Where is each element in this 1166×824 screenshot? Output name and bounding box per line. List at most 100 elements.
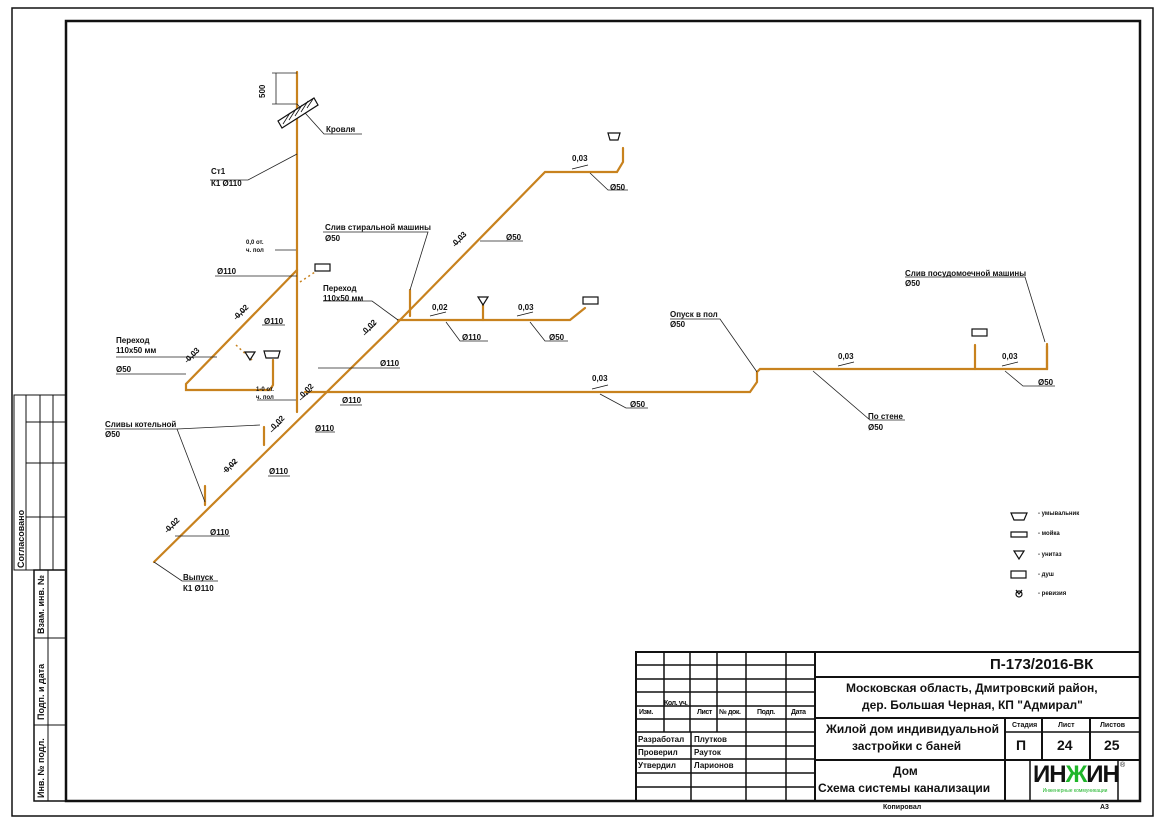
sheet-name-line-1: Дом (893, 764, 918, 778)
object-line-2: застройки с баней (852, 739, 962, 753)
shower-right-icon (971, 328, 988, 337)
washbasin-icon (1010, 512, 1028, 521)
slope-arrows (165, 164, 1019, 533)
along-wall-label: По стене (868, 412, 903, 421)
along-wall-diam: Ø50 (868, 423, 884, 432)
diam-label-a: Ø110 (264, 317, 284, 326)
diam-label-f: Ø110 (210, 528, 230, 537)
legend-label-toilet: - унитаз (1038, 552, 1062, 558)
legend-label-sink: - мойка (1038, 531, 1060, 537)
company-logo: ИНЖИН Инженерные коммуникации (1033, 761, 1120, 800)
sheet-header: Лист (1058, 722, 1075, 729)
elevation-marker-2b: ч. пол (256, 395, 274, 401)
side-agreed: Согласовано (16, 509, 26, 568)
roof-label: Кровля (326, 125, 356, 134)
diam-label-d: Ø110 (315, 424, 335, 433)
outer-frame (11, 7, 1154, 817)
header-sign: Подп. (757, 709, 775, 716)
transition-1-size: 110х50 мм (323, 294, 364, 303)
address-line-2: дер. Большая Черная, КП "Адмирал" (862, 698, 1083, 712)
sheet-value: 24 (1057, 737, 1073, 753)
boiler-diam: Ø50 (105, 430, 121, 439)
boiler-label: Сливы котельной (105, 420, 177, 429)
logo-subtitle: Инженерные коммуникации (1042, 788, 1108, 794)
washbasin-left-icon (263, 350, 281, 359)
diam-label-upper-50: Ø50 (506, 233, 522, 242)
dishwasher-label: Слив посудомоечной машины (905, 269, 1027, 278)
elevation-marker-1a: 0,0 от. (246, 240, 264, 246)
slope-label: 0,03 (592, 374, 608, 383)
sheets-header: Листов (1100, 722, 1126, 729)
doc-code: П-173/2016-ВК (990, 656, 1094, 673)
leader-lines (105, 72, 1055, 582)
sheet-name-line-2: Схема системы канализации (818, 781, 991, 795)
sink-icon (1010, 531, 1028, 538)
diam-label-main-50: Ø50 (630, 400, 646, 409)
role-developed: Разработал (638, 735, 685, 744)
diam-label-e: Ø110 (269, 467, 289, 476)
toilet-icon (1012, 550, 1026, 561)
header-date: Дата (791, 709, 806, 716)
diam-label-b: Ø110 (380, 359, 400, 368)
header-izm: Изм. (639, 709, 653, 716)
fixture-symbols (243, 132, 988, 362)
format-label: А3 (1100, 804, 1109, 811)
shower-left-icon (314, 263, 331, 272)
shower-branch-pipe (396, 306, 587, 322)
role-checked: Проверил (638, 748, 678, 757)
logo-registered-mark: ® (1120, 762, 1126, 769)
pipe-network (152, 70, 1049, 564)
title-block-grid (635, 651, 1141, 802)
diam-label-branch-50: Ø50 (549, 333, 565, 342)
slope-label: 0,03 (1002, 352, 1018, 361)
transition-2-label: Переход (116, 336, 150, 345)
stage-value: П (1016, 737, 1027, 753)
riser-label-2: К1 Ø110 (211, 179, 242, 188)
toilet-left-icon (243, 351, 257, 362)
legend-label-shower: - душ (1038, 572, 1054, 578)
revision-icon (1015, 589, 1023, 598)
roof-slab (277, 97, 319, 129)
header-list: Лист (697, 709, 712, 716)
object-line-1: Жилой дом индивидуальной (826, 722, 1000, 736)
toilet-center-icon (476, 296, 490, 307)
outlet-diam: К1 Ø110 (183, 584, 214, 593)
diam-label-c: Ø110 (342, 396, 362, 405)
copied-label: Копировал (883, 804, 922, 811)
logo-letter-zh: Ж (1065, 761, 1088, 788)
name-checked: Рауток (694, 748, 721, 757)
diam-label-g: Ø110 (462, 333, 482, 342)
diam-label-right-50: Ø50 (1038, 378, 1054, 387)
left-branch-pipe (184, 268, 299, 392)
transition-1-label: Переход (323, 284, 357, 293)
washing-machine-diam: Ø50 (325, 234, 341, 243)
dotted-connections (235, 271, 316, 361)
address-line-1: Московская область, Дмитровский район, (846, 681, 1098, 695)
slope-label: 0,03 (838, 352, 854, 361)
name-approved: Ларионов (694, 761, 734, 770)
side-signed: Подп. и дата (36, 663, 46, 720)
side-stamp (13, 394, 67, 802)
side-inventory: Инв. № подл. (36, 738, 46, 798)
slope-label: 0,03 (572, 154, 588, 163)
logo-wordmark: ИНЖИН (1033, 761, 1120, 788)
main-outlet-pipe (152, 146, 625, 564)
shower-upper-icon (582, 296, 599, 305)
main-horizontal-pipe (303, 344, 1049, 394)
outlet-label: Выпуск (183, 573, 214, 582)
diam-label-left-50: Ø50 (116, 365, 132, 374)
legend-label-washbasin: - умывальник (1038, 511, 1080, 517)
role-approved: Утвердил (638, 761, 676, 770)
legend-label-revision: - ревизия (1038, 591, 1067, 597)
roof-dimension: 500 (258, 84, 267, 98)
elevation-marker-2a: 1-0 от. (256, 387, 274, 393)
legend-symbols (1010, 512, 1028, 598)
header-doc: № док. (719, 709, 741, 716)
riser-label-1: Ст1 (211, 167, 226, 176)
washbasin-upper-icon (607, 132, 621, 141)
side-replaced: Взам. инв. № (36, 574, 46, 634)
logo-letters-left: ИН (1033, 761, 1067, 788)
washing-machine-label: Слив стиральной машины (325, 223, 431, 232)
stage-header: Стадия (1012, 722, 1038, 729)
